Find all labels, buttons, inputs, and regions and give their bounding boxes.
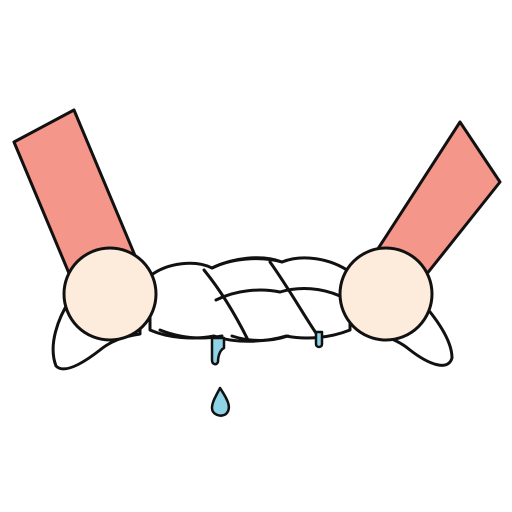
water-drips: [210, 330, 324, 366]
right-hand: [338, 246, 434, 342]
water-drop-icon: [210, 386, 231, 417]
drip-right: [314, 330, 324, 349]
twisted-towel: [148, 256, 352, 343]
left-hand: [62, 246, 158, 342]
drip-left: [210, 336, 226, 366]
